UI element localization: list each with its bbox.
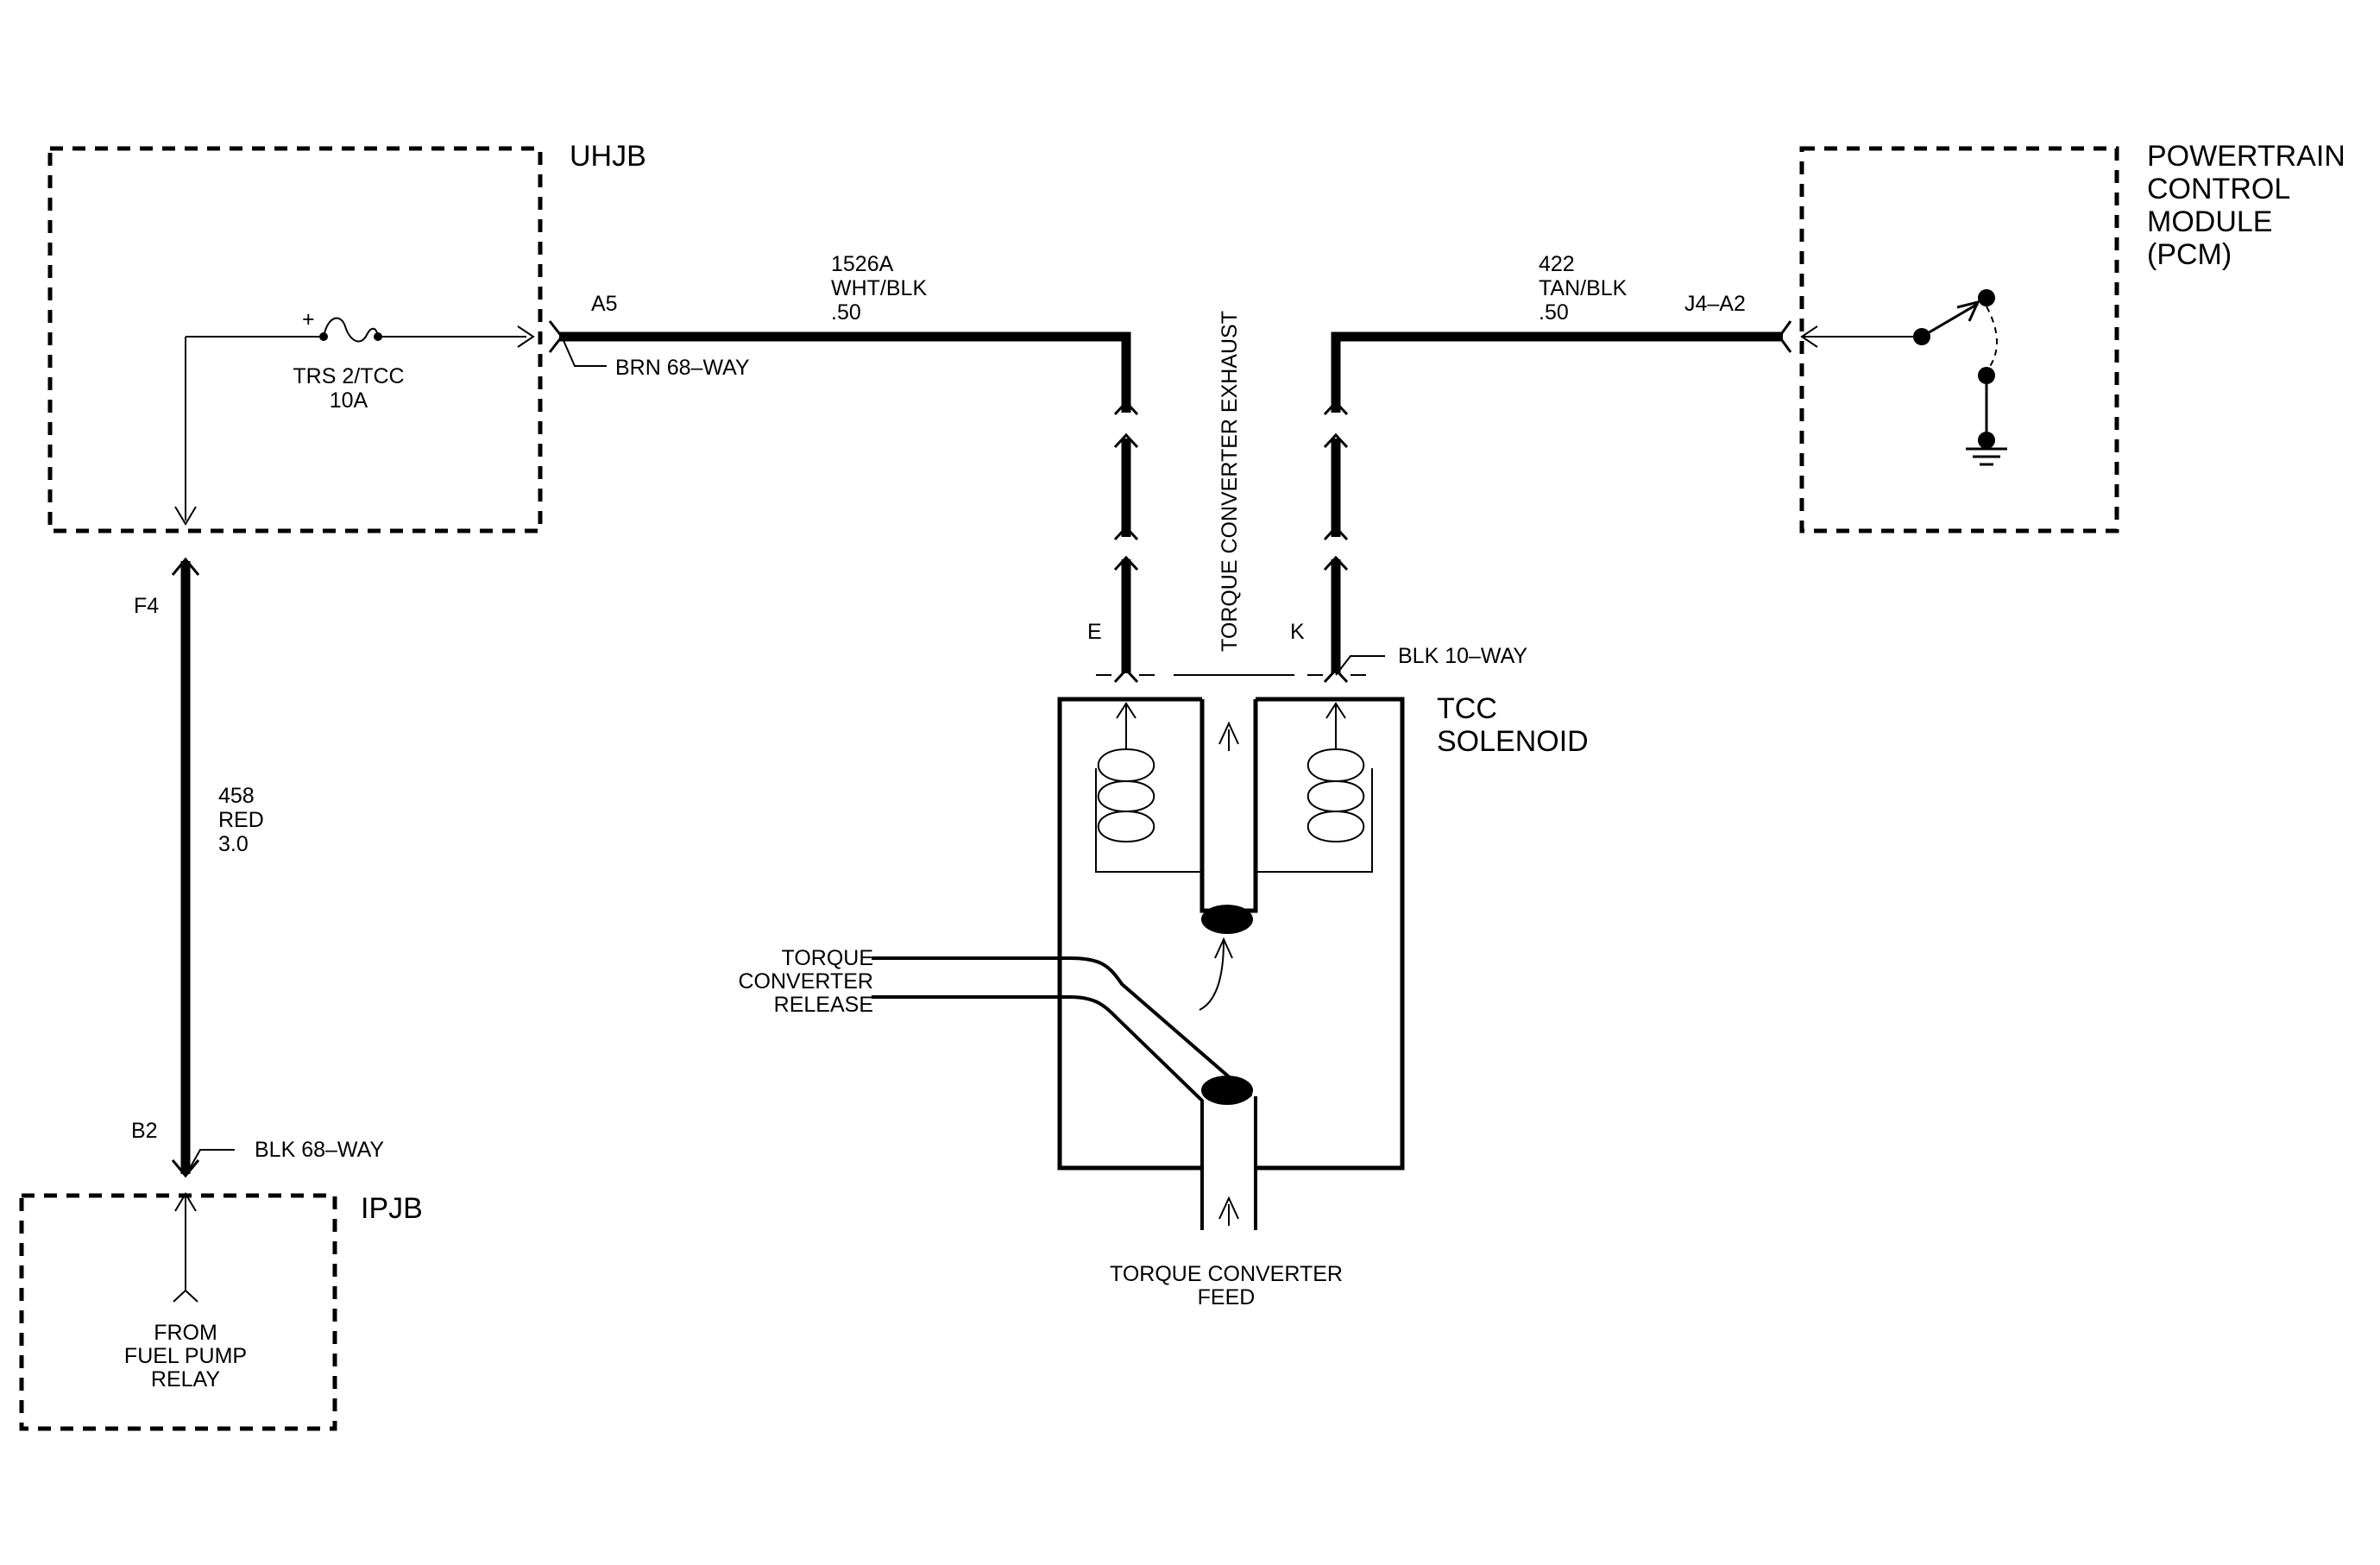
wire-458-size: 3.0: [218, 832, 249, 856]
upper-check-ball: [1201, 905, 1253, 934]
uhjb-label: UHJB: [570, 140, 646, 173]
pin-k: K: [1290, 620, 1305, 644]
source-line-1: FROM: [154, 1321, 217, 1345]
ipjb-label: IPJB: [361, 1192, 423, 1225]
wire-422: 422 TAN/BLK .50 J4–A2 K BLK 10–WAY: [1290, 252, 1792, 676]
pcm-label-2: CONTROL: [2147, 173, 2290, 205]
pcm-label-1: POWERTRAIN: [2147, 140, 2345, 173]
fuse-name: TRS 2/TCC: [293, 364, 404, 388]
feed-line-2: FEED: [1198, 1285, 1256, 1309]
lower-check-ball: [1201, 1076, 1253, 1105]
pin-e: E: [1087, 620, 1102, 644]
inline-connector-marks: [1113, 400, 1349, 684]
wire-1526a-size: .50: [831, 300, 861, 325]
fuse-symbol: +: [302, 307, 382, 343]
wire-422-size: .50: [1539, 300, 1569, 325]
solenoid-label-2: SOLENOID: [1437, 725, 1589, 758]
wire-1526a-circuit: 1526A: [831, 252, 894, 276]
wire-422-circuit: 422: [1539, 252, 1575, 276]
connector-uhjb-out: BRN 68–WAY: [615, 356, 750, 380]
wire-458: F4 458 RED 3.0 B2 BLK 68–WAY: [131, 557, 384, 1178]
left-coil-icon: [1095, 702, 1202, 873]
connector-solenoid: BLK 10–WAY: [1398, 644, 1527, 668]
uhjb-module: UHJB + TRS 2/TCC 10A: [47, 140, 646, 533]
ipjb-module: IPJB FROM FUEL PUMP RELAY: [19, 1192, 423, 1431]
pcm-module: POWERTRAIN CONTROL MODULE (PCM): [1799, 140, 2345, 533]
fuse-rating: 10A: [330, 388, 368, 413]
pcm-label-4: (PCM): [2147, 238, 2232, 271]
wire-1526a-color: WHT/BLK: [831, 276, 927, 300]
wire-458-color: RED: [218, 808, 264, 832]
exhaust-label: TORQUE CONVERTER EXHAUST: [1218, 311, 1242, 652]
release-line-3: RELEASE: [774, 993, 873, 1017]
source-line-2: FUEL PUMP: [124, 1344, 247, 1368]
source-line-3: RELAY: [151, 1367, 220, 1391]
pin-a5: A5: [591, 292, 618, 316]
wire-422-color: TAN/BLK: [1539, 276, 1628, 300]
wire-458-circuit: 458: [218, 784, 255, 808]
connector-ipjb-top: BLK 68–WAY: [255, 1138, 384, 1162]
tcc-solenoid: TCC SOLENOID TORQUE CONVERTER EXHAUST: [872, 311, 1589, 1230]
pin-j4-a2: J4–A2: [1684, 292, 1746, 316]
ground-icon: [1966, 447, 2007, 466]
fuse-polarity: +: [302, 307, 315, 331]
pcm-label-3: MODULE: [2147, 205, 2272, 238]
right-coil-icon: [1256, 702, 1373, 873]
feed-line-1: TORQUE CONVERTER: [1110, 1262, 1343, 1286]
pin-b2: B2: [131, 1119, 158, 1143]
pin-f4: F4: [134, 594, 159, 618]
release-line-2: CONVERTER: [738, 969, 873, 994]
pcm-switch-icon: [1913, 289, 1998, 449]
release-line-1: TORQUE: [782, 946, 874, 970]
solenoid-label-1: TCC: [1437, 692, 1497, 725]
wire-1526a: A5 BRN 68–WAY 1526A WHT/BLK .50 E: [548, 252, 1131, 673]
